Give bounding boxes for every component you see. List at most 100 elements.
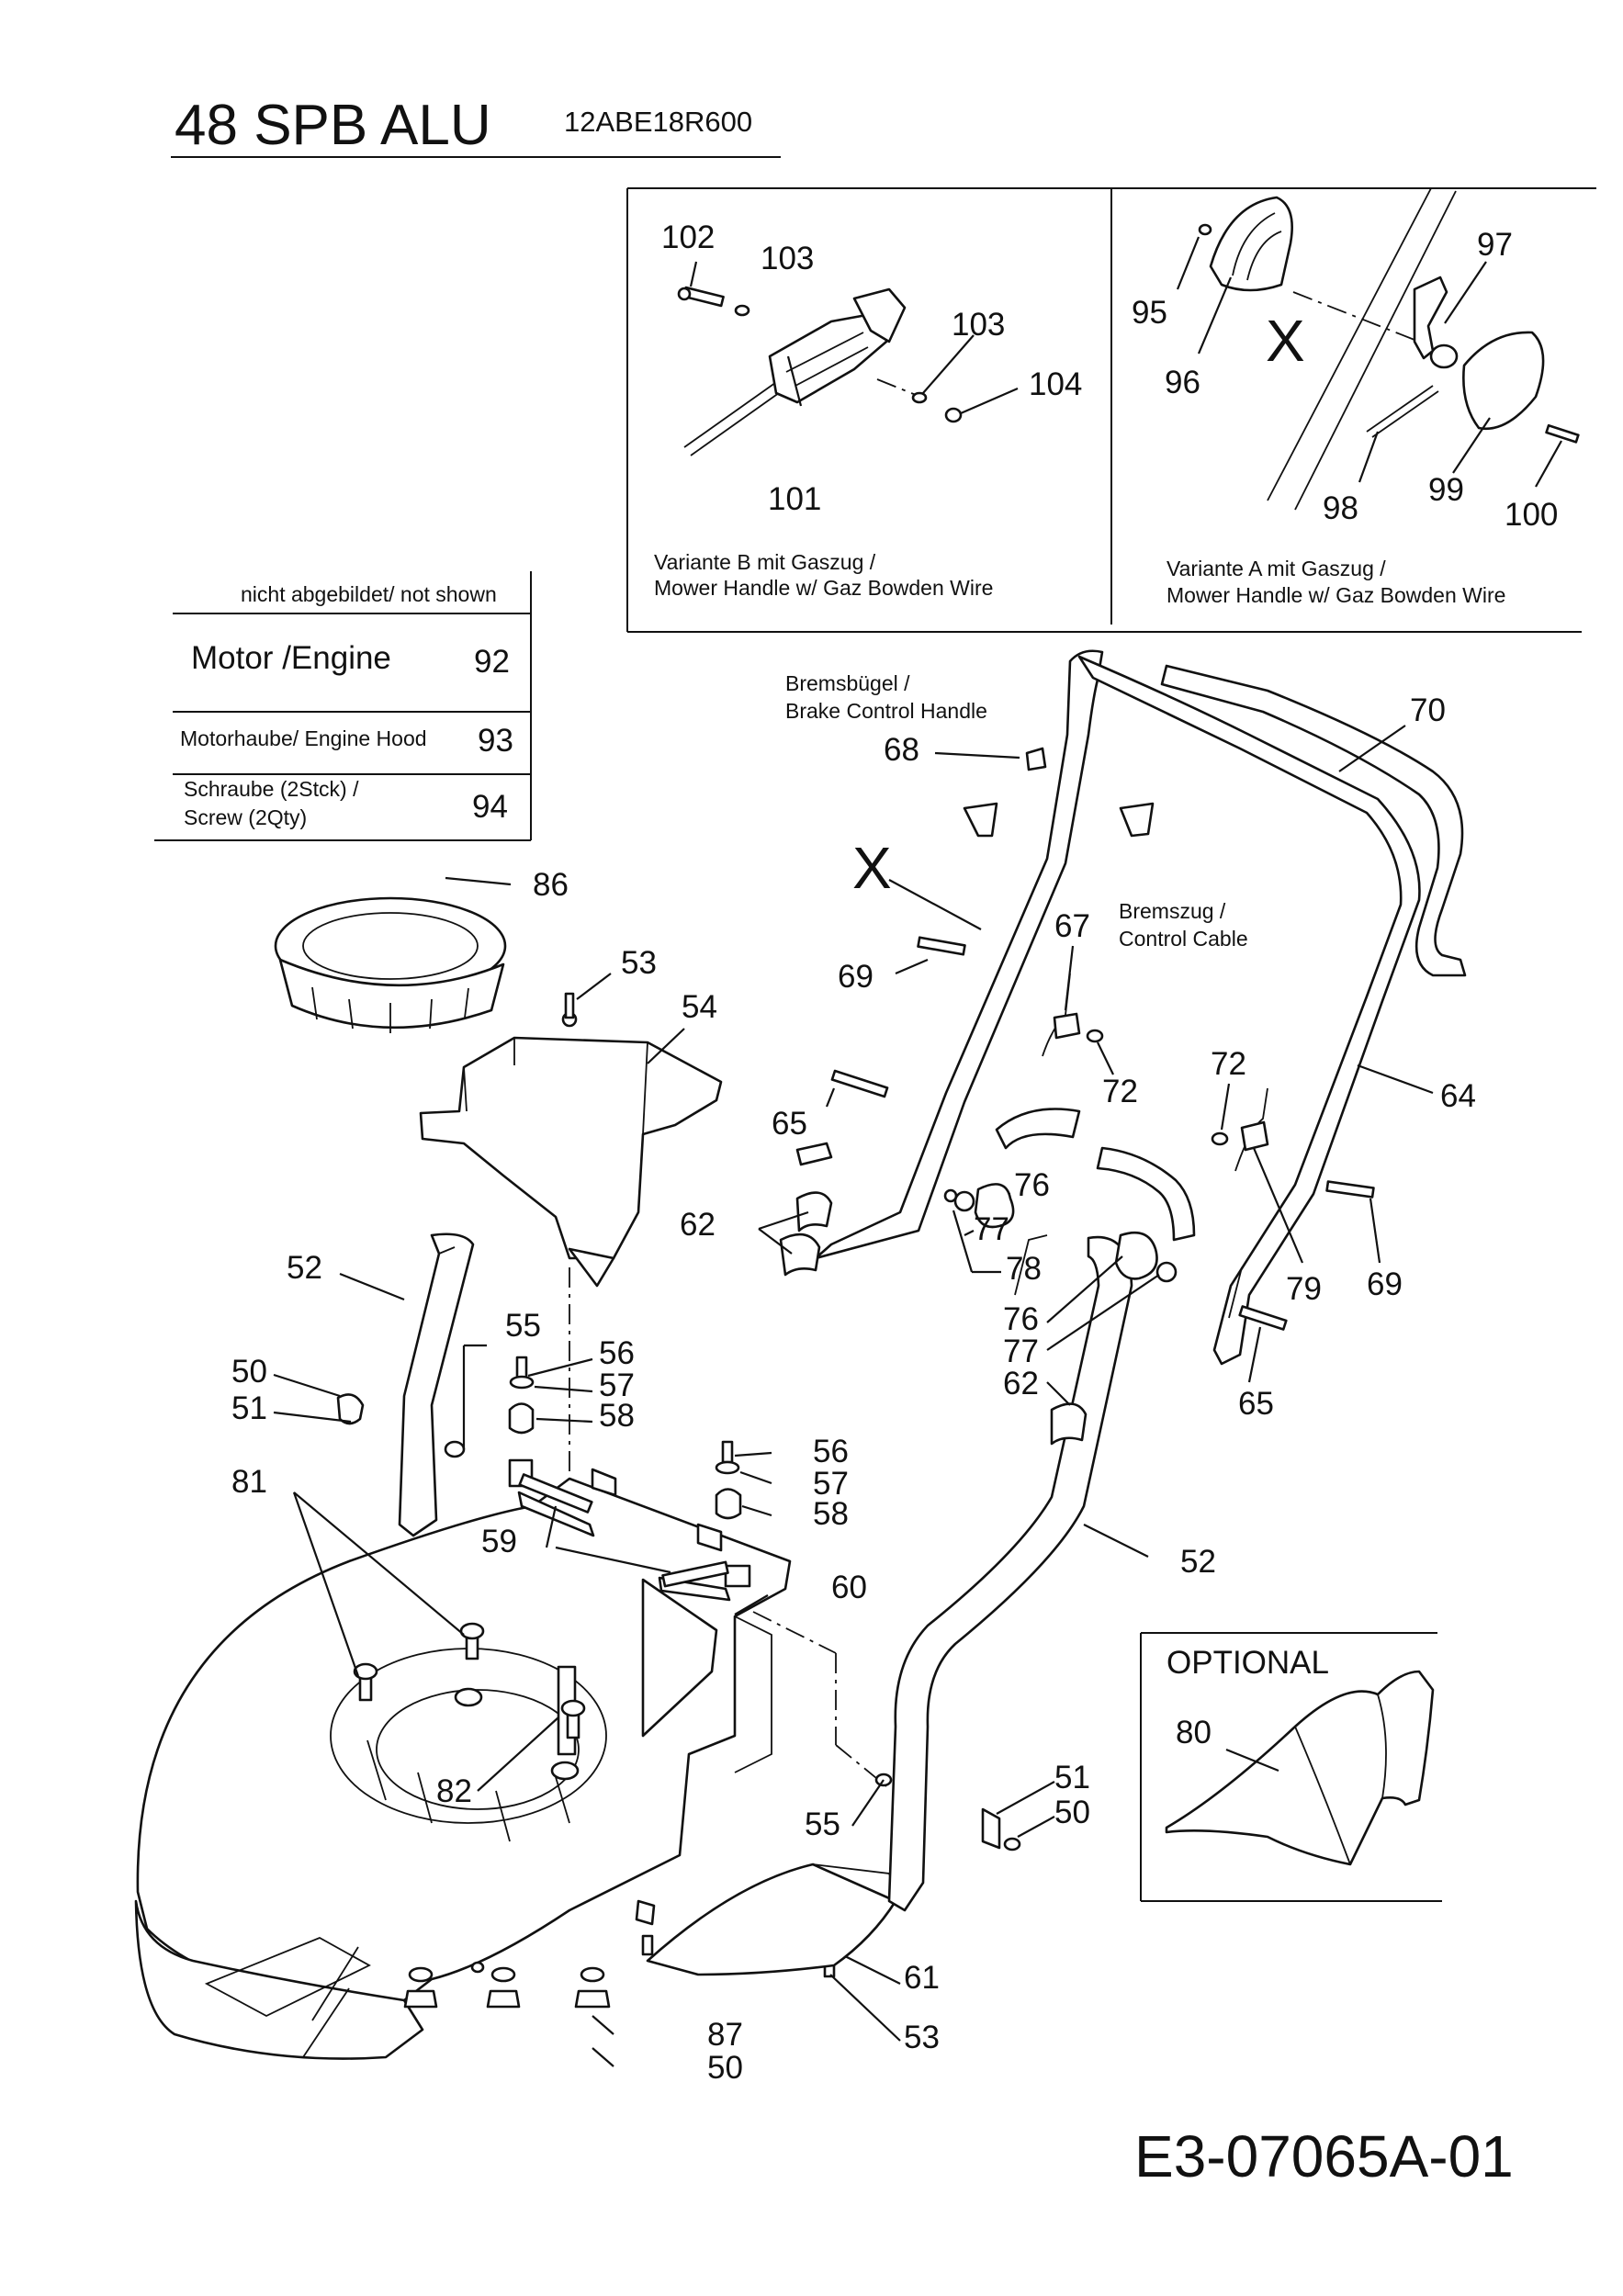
leader-87 [592, 2015, 614, 2035]
callout-54: 54 [682, 989, 717, 1025]
callout-87: 87 [707, 2017, 743, 2053]
callout-53-bottom: 53 [904, 2020, 940, 2055]
callout-51-left: 51 [231, 1390, 267, 1426]
leader-103b [922, 334, 975, 394]
mower-deck [134, 1458, 792, 2060]
not-shown-row-1-number: 92 [474, 644, 510, 680]
leader-53-bottom [829, 1974, 901, 2042]
callout-82: 82 [436, 1773, 472, 1809]
callout-97: 97 [1477, 227, 1513, 263]
variant-b-throttle-lever [677, 286, 963, 456]
leader-67 [1064, 945, 1075, 1011]
not-shown-row-2-number: 93 [478, 723, 513, 759]
leader-59a [545, 1505, 558, 1548]
leader-68 [934, 751, 1020, 760]
leader-102 [689, 261, 698, 287]
callout-56-a: 56 [599, 1335, 635, 1371]
leader-65-right [1247, 1326, 1262, 1383]
callout-57-b: 57 [813, 1466, 849, 1502]
not-shown-row-2-label: Motorhaube/ Engine Hood [180, 726, 427, 750]
leader-72b [1220, 1083, 1231, 1131]
clamp-51-50-right [981, 1807, 1021, 1851]
callout-64: 64 [1440, 1078, 1476, 1114]
callout-68: 68 [884, 732, 919, 768]
leader-78 [952, 1210, 974, 1273]
control-cable-label-1: Bremszug / [1119, 899, 1226, 923]
leader-50-bottom [592, 2047, 614, 2067]
leader-69-left [895, 958, 929, 975]
leader-80 [1225, 1748, 1279, 1773]
control-cable-label-2: Control Cable [1119, 927, 1248, 951]
leader-95 [1176, 236, 1200, 290]
leader-77b [1046, 1274, 1160, 1351]
leader-104 [960, 387, 1019, 415]
callout-72-a: 72 [1102, 1074, 1138, 1109]
leader-64 [1357, 1064, 1434, 1095]
leader-101 [786, 355, 803, 407]
callout-103-a: 103 [761, 241, 814, 276]
leader-57b [739, 1470, 772, 1485]
leader-79 [1252, 1147, 1304, 1264]
callout-50-bottom: 50 [707, 2050, 743, 2086]
fastener-bolts [336, 1356, 893, 2009]
leader-50-left [273, 1373, 341, 1398]
callout-50-left: 50 [231, 1354, 267, 1390]
callout-65-left: 65 [772, 1106, 807, 1142]
callout-67: 67 [1054, 908, 1090, 944]
not-shown-row-3-number: 94 [472, 789, 508, 825]
leader-52-right [1083, 1524, 1149, 1558]
leader-77a [964, 1230, 975, 1236]
variant-b-caption-line2: Mower Handle w/ Gaz Bowden Wire [654, 576, 993, 600]
brake-handle-label-2: Brake Control Handle [785, 699, 987, 723]
brake-handle-label-1: Bremsbügel / [785, 671, 910, 695]
fan-ring-part [274, 896, 507, 1033]
not-shown-row-3-label-2: Screw (2Qty) [184, 805, 307, 829]
callout-55-left: 55 [505, 1308, 541, 1344]
leader-50-right [1017, 1816, 1055, 1838]
callout-78: 78 [1006, 1251, 1042, 1287]
leader-53-top [576, 973, 612, 1000]
callout-72-b: 72 [1211, 1046, 1246, 1082]
callout-96: 96 [1165, 365, 1200, 400]
leader-100 [1535, 440, 1562, 488]
variant-b-caption-line1: Variante B mit Gaszug / [654, 550, 876, 574]
leader-62b [758, 1228, 793, 1255]
callout-50-right: 50 [1054, 1795, 1090, 1830]
leader-82 [477, 1716, 559, 1792]
callout-60: 60 [831, 1570, 867, 1605]
leader-60 [734, 1594, 769, 1615]
callout-99: 99 [1428, 472, 1464, 508]
callout-95: 95 [1132, 295, 1167, 331]
callout-52-right: 52 [1180, 1544, 1216, 1580]
centerline-60 [752, 1611, 837, 1654]
leader-81a [293, 1491, 465, 1636]
optional-label: OPTIONAL [1167, 1645, 1329, 1681]
engine-cover-part [419, 992, 723, 1288]
callout-53-top: 53 [621, 945, 657, 981]
callout-80: 80 [1176, 1715, 1212, 1750]
callout-65-right: 65 [1238, 1386, 1274, 1422]
callout-102: 102 [661, 219, 715, 255]
lower-handle-right [887, 1235, 1133, 1912]
callout-86: 86 [533, 867, 569, 903]
handle-knobs [779, 1183, 1178, 1446]
variant-a-caption-line1: Variante A mit Gaszug / [1167, 557, 1386, 580]
leader-x-upper [888, 879, 982, 930]
callout-70: 70 [1410, 692, 1446, 728]
callout-77-b: 77 [1003, 1334, 1039, 1369]
callout-61: 61 [904, 1960, 940, 1996]
callout-57-a: 57 [599, 1367, 635, 1403]
callout-101: 101 [768, 481, 821, 517]
callout-77-a: 77 [974, 1211, 1009, 1247]
callout-62-a: 62 [680, 1207, 716, 1243]
callout-56-b: 56 [813, 1434, 849, 1469]
leader-51-left [273, 1411, 352, 1424]
leader-51-right [996, 1781, 1055, 1815]
drawing-number: E3-07065A-01 [1134, 2123, 1514, 2189]
variant-a-caption-line2: Mower Handle w/ Gaz Bowden Wire [1167, 583, 1505, 607]
leader-58b [741, 1504, 772, 1517]
optional-box [1140, 1632, 1442, 1902]
leader-54 [647, 1028, 685, 1064]
leader-59b [555, 1546, 671, 1574]
not-shown-table [154, 571, 532, 841]
